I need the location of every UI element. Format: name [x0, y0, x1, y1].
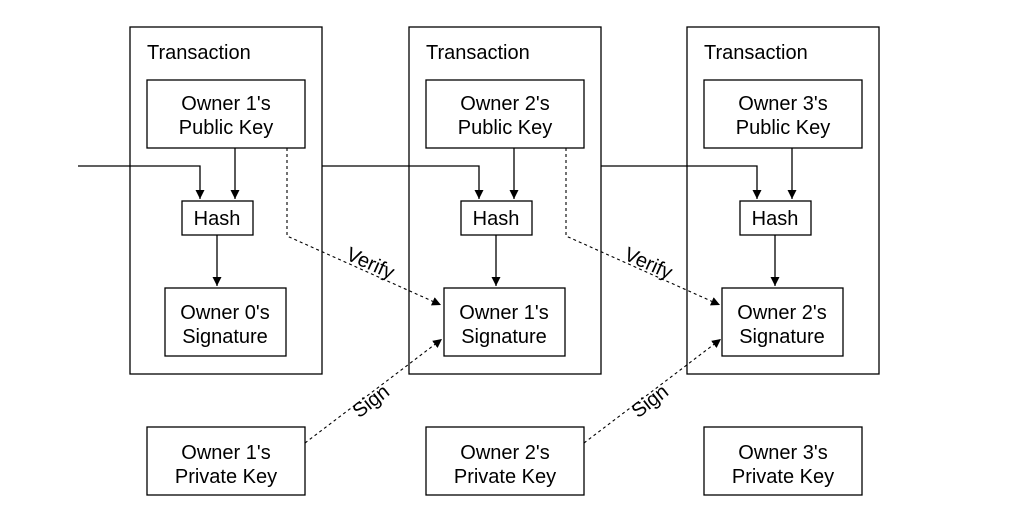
signature-box [721, 287, 844, 357]
transaction-title: Transaction [147, 42, 251, 64]
public-key-owner: Owner 2's [460, 93, 549, 115]
signature-owner: Owner 1's [459, 302, 548, 324]
chain-arrow-1 [78, 165, 205, 199]
signature-owner: Owner 2's [737, 302, 826, 324]
sign-label-2: Sign [628, 381, 673, 423]
private-key-3: Owner 3's Private Key [703, 426, 863, 496]
private-key-box [146, 426, 306, 496]
private-key-label: Private Key [454, 466, 556, 488]
hash-label: Hash [194, 208, 241, 230]
private-key-owner: Owner 2's [460, 442, 549, 464]
hash-label: Hash [473, 208, 520, 230]
transaction-title: Transaction [704, 42, 808, 64]
verify-arrow-2 [565, 148, 721, 306]
verify-label-2: Verify [621, 244, 676, 284]
transaction-3: Transaction Owner 3's Public Key Hash Ow… [686, 26, 880, 375]
private-key-1: Owner 1's Private Key [146, 426, 306, 496]
private-key-box [425, 426, 585, 496]
signature-label: Signature [461, 326, 547, 348]
sign-label-1: Sign [349, 381, 394, 423]
transaction-title: Transaction [426, 42, 530, 64]
public-key-label: Public Key [179, 117, 274, 139]
signature-label: Signature [182, 326, 268, 348]
public-key-owner: Owner 1's [181, 93, 270, 115]
private-key-2: Owner 2's Private Key [425, 426, 585, 496]
transaction-2: Transaction Owner 2's Public Key Hash Ow… [408, 26, 602, 375]
private-key-label: Private Key [175, 466, 277, 488]
transaction-frame [408, 26, 602, 375]
signature-box [443, 287, 566, 357]
transaction-1: Transaction Owner 1's Public Key Hash Ow… [129, 26, 323, 375]
private-key-label: Private Key [732, 466, 834, 488]
chain-arrow-2 [322, 165, 484, 199]
public-key-label: Public Key [458, 117, 553, 139]
public-key-box [425, 79, 585, 149]
public-key-label: Public Key [736, 117, 831, 139]
hash-box [739, 200, 812, 236]
private-key-owner: Owner 1's [181, 442, 270, 464]
verify-arrow-1 [286, 148, 442, 306]
signature-box [164, 287, 287, 357]
signature-owner: Owner 0's [180, 302, 269, 324]
public-key-owner: Owner 3's [738, 93, 827, 115]
chain-arrow-3 [601, 165, 762, 199]
transaction-frame [686, 26, 880, 375]
verify-label-1: Verify [343, 244, 398, 284]
transaction-frame [129, 26, 323, 375]
private-key-owner: Owner 3's [738, 442, 827, 464]
private-key-box [703, 426, 863, 496]
hash-label: Hash [752, 208, 799, 230]
public-key-box [703, 79, 863, 149]
signature-label: Signature [739, 326, 825, 348]
public-key-box [146, 79, 306, 149]
sign-arrow-2 [583, 338, 722, 444]
sign-arrow-1 [304, 338, 443, 444]
